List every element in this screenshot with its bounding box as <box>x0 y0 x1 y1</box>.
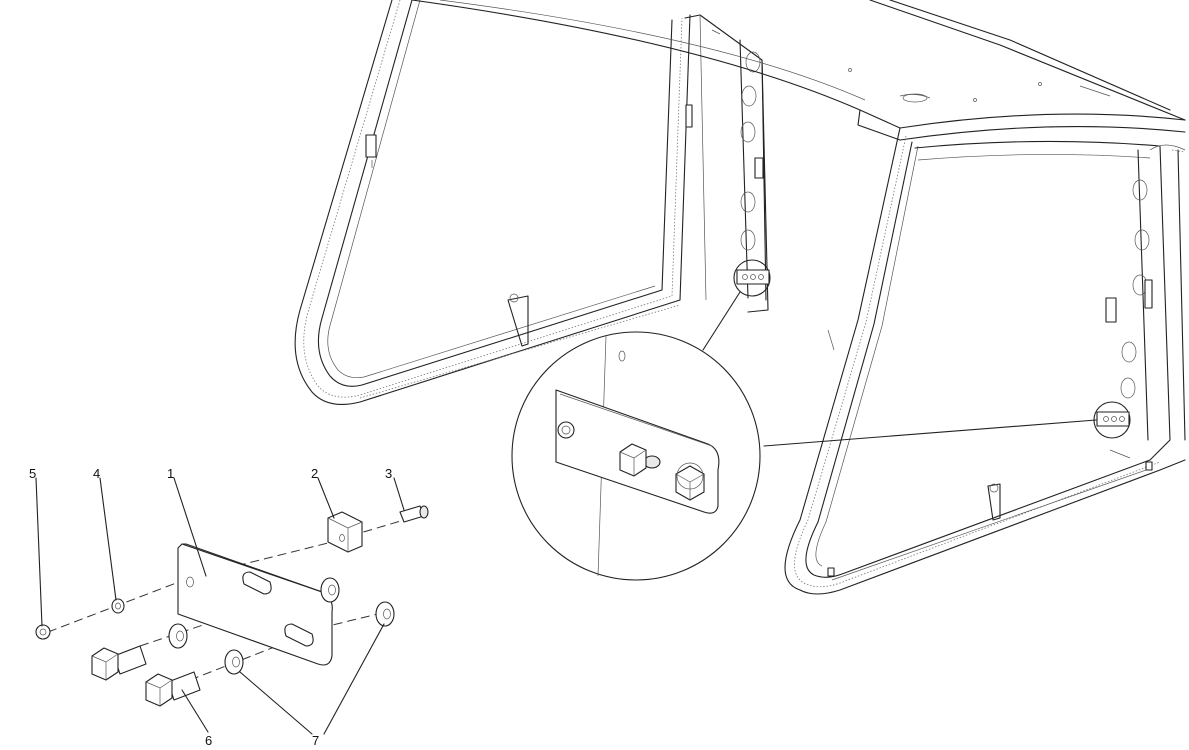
part-6-hex-bolt-lower <box>145 671 201 707</box>
detail-target-lower <box>1093 401 1131 439</box>
left-door-latch <box>507 295 529 347</box>
detail-leader-upper <box>702 291 741 351</box>
part-2-spacer-block <box>327 511 363 553</box>
right-post-holes <box>1105 179 1153 399</box>
part-6-hex-bolt-upper <box>91 645 147 681</box>
detail-circle <box>511 331 761 581</box>
callout-7: 7 <box>312 733 319 748</box>
detail-leader-lower <box>763 419 1097 447</box>
callout-2: 2 <box>311 466 318 481</box>
callout-3: 3 <box>385 466 392 481</box>
detail-view <box>511 291 1097 581</box>
detail-bolt-1 <box>619 443 647 477</box>
cabinet-enclosure <box>294 0 1186 595</box>
plate-slot-1 <box>242 571 272 595</box>
left-door-hinge <box>365 134 377 158</box>
part-5-nut <box>35 624 51 640</box>
plate-slot-2 <box>284 623 314 647</box>
left-post-holes <box>685 51 764 251</box>
part-4-washer <box>111 598 125 614</box>
part-7-washers <box>168 577 395 675</box>
detail-target-upper <box>733 259 771 297</box>
callout-4: 4 <box>93 466 100 481</box>
callout-1: 1 <box>167 466 174 481</box>
callout-5: 5 <box>29 466 36 481</box>
callout-6: 6 <box>205 733 212 748</box>
exploded-assembly: 5 4 1 2 3 6 7 <box>29 466 429 748</box>
callout-leaders <box>35 477 405 735</box>
right-door-latch <box>987 483 1001 521</box>
